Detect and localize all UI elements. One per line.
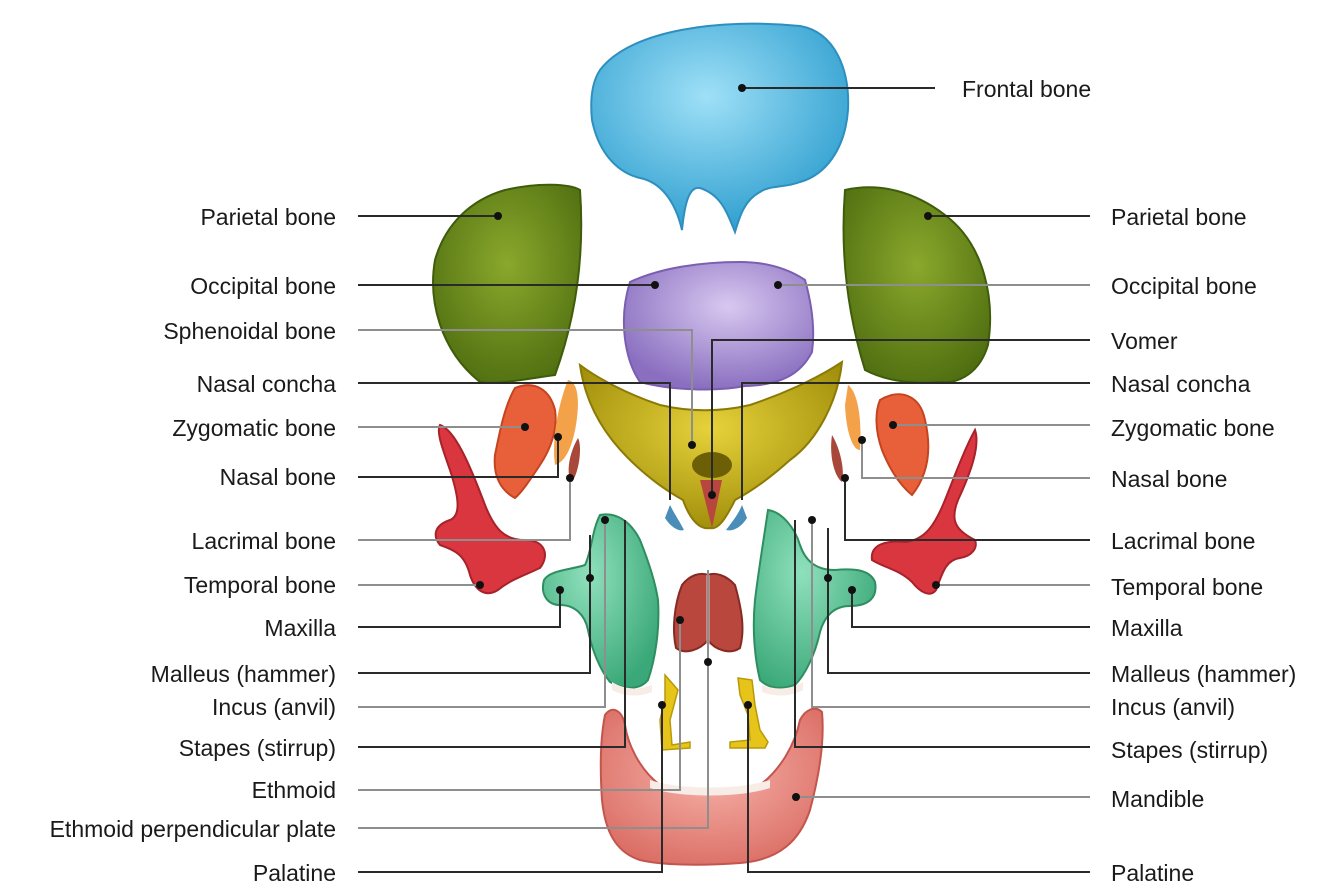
label-left-stapes: Stapes (stirrup) [179,735,336,761]
label-left-incus: Incus (anvil) [212,694,336,720]
occipital-bone [622,260,815,391]
label-right-palatine: Palatine [1111,860,1194,886]
label-right-zygomatic: Zygomatic bone [1111,415,1275,441]
label-left-malleus: Malleus (hammer) [151,661,336,687]
temporal-bone-left [434,423,546,595]
label-right-lacrimal: Lacrimal bone [1111,528,1255,554]
label-right-incus: Incus (anvil) [1111,694,1235,720]
label-left-palatine: Palatine [253,860,336,886]
zygomatic-bone-right [845,385,930,497]
label-right-occipital: Occipital bone [1111,273,1257,299]
zygomatic-bone-left [493,380,578,500]
nasal-concha [665,505,747,531]
label-frontal-bone: Frontal bone [962,76,1091,102]
label-right-mandible: Mandible [1111,786,1204,812]
label-left-occipital: Occipital bone [190,273,336,299]
label-left-ethmoid: Ethmoid [252,777,336,803]
label-left-parietal: Parietal bone [200,204,336,230]
labels-right: Parietal bone Occipital bone Vomer Nasal… [1111,204,1296,886]
label-right-parietal: Parietal bone [1111,204,1247,230]
nasal-bone-right [831,435,843,482]
label-right-nasal-concha: Nasal concha [1111,371,1251,397]
leader-lines [358,87,1090,873]
teeth-upper [612,682,803,696]
nasal-bone-left [568,438,580,482]
label-left-nasal-concha: Nasal concha [197,371,337,397]
temporal-bone-right [870,427,978,595]
label-right-temporal: Temporal bone [1111,574,1263,600]
label-right-nasal-bone: Nasal bone [1111,466,1227,492]
label-left-zygomatic: Zygomatic bone [172,415,336,441]
ossicles-left [659,672,691,751]
label-left-ethmoid-plate: Ethmoid perpendicular plate [50,816,336,842]
label-right-stapes: Stapes (stirrup) [1111,737,1268,763]
maxilla-left [542,513,660,689]
label-left-lacrimal: Lacrimal bone [192,528,336,554]
label-left-temporal: Temporal bone [184,572,336,598]
label-left-sphenoidal: Sphenoidal bone [163,318,336,344]
label-left-nasal-bone: Nasal bone [220,464,336,490]
parietal-bone-left [432,183,583,384]
pointer-dots [476,84,940,801]
label-right-malleus: Malleus (hammer) [1111,661,1296,687]
frontal-bone [590,22,850,236]
label-right-maxilla: Maxilla [1111,615,1183,641]
labels-left: Parietal bone Occipital bone Sphenoidal … [50,204,337,886]
maxilla-right [752,508,877,689]
label-left-maxilla: Maxilla [264,615,336,641]
mandible [599,707,824,866]
label-right-vomer: Vomer [1111,328,1178,354]
